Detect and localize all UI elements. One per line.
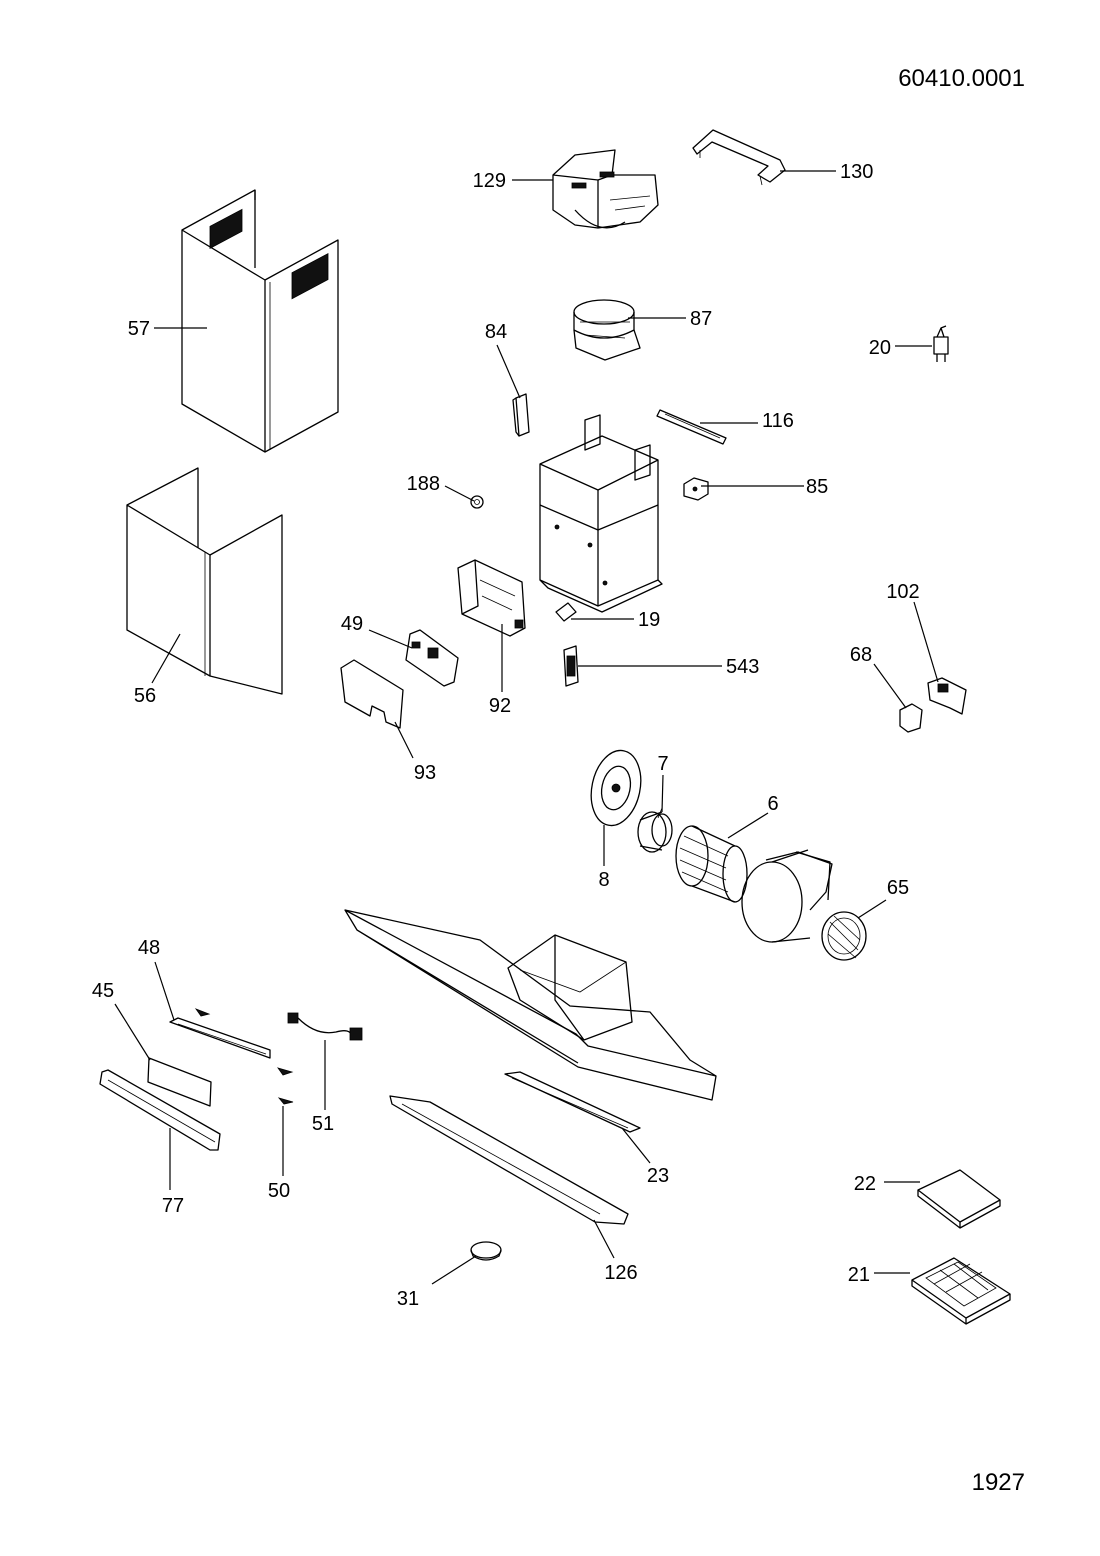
- part-543-module: [563, 645, 579, 687]
- callout-23: 23: [647, 1165, 669, 1187]
- part-50-screws: [194, 1008, 294, 1105]
- callout-48: 48: [138, 937, 160, 959]
- part-77-control-strip: [99, 1069, 221, 1151]
- callout-92: 92: [489, 695, 511, 717]
- part-68-box: [899, 703, 923, 733]
- callout-8: 8: [598, 869, 609, 891]
- part-85-bracket: [683, 477, 709, 501]
- part-48-panel-frame: [169, 1017, 271, 1059]
- callout-129: 129: [473, 170, 506, 192]
- callout-45: 45: [92, 980, 114, 1002]
- part-20-clip: [933, 325, 949, 362]
- part-87-flange: [573, 299, 641, 361]
- callout-49: 49: [341, 613, 363, 635]
- part-49-pcb: [405, 629, 459, 687]
- part-8-motor-plate: [590, 749, 642, 827]
- callout-102: 102: [886, 581, 919, 603]
- callout-93: 93: [414, 762, 436, 784]
- part-51-cable: [287, 1012, 363, 1041]
- part-116-strip: [656, 409, 727, 445]
- part-57-upper-chimney: [181, 189, 339, 453]
- callout-50: 50: [268, 1180, 290, 1202]
- callout-20: 20: [869, 337, 891, 359]
- callout-22: 22: [854, 1173, 876, 1195]
- part-6-blower-wheel: [675, 825, 748, 903]
- part-45-panel-insert: [147, 1057, 212, 1107]
- callout-77: 77: [162, 1195, 184, 1217]
- callout-56: 56: [134, 685, 156, 707]
- callout-31: 31: [397, 1288, 419, 1310]
- part-22-filter-pad: [917, 1169, 1001, 1229]
- callout-7: 7: [657, 753, 668, 775]
- part-7-motor: [637, 807, 673, 853]
- callout-116: 116: [762, 410, 794, 432]
- part-102-switch: [927, 677, 967, 715]
- document-code: 60410.0001: [898, 65, 1025, 92]
- part-65-scroll-housing: [741, 849, 867, 961]
- callout-19: 19: [638, 609, 660, 631]
- part-23-filter: [504, 1071, 641, 1133]
- hood-canopy-body: [344, 909, 717, 1101]
- callout-labels: 129 130 57 87 84 20 116 188 85 102 19 49…: [92, 161, 920, 1310]
- callout-21: 21: [848, 1264, 870, 1286]
- part-188-nut: [470, 495, 484, 509]
- callout-87: 87: [690, 308, 712, 330]
- callout-85: 85: [806, 476, 828, 498]
- part-19-capacitor: [555, 602, 577, 622]
- part-129-air-deflector: [552, 149, 659, 229]
- part-31-knob: [470, 1241, 502, 1261]
- callout-130: 130: [840, 161, 873, 183]
- callout-84: 84: [485, 321, 507, 343]
- callout-51: 51: [312, 1113, 334, 1135]
- page-number: 1927: [972, 1469, 1025, 1496]
- leader-lines: [114, 170, 939, 1285]
- motor-housing-box: [539, 414, 663, 613]
- callout-126: 126: [604, 1262, 637, 1284]
- callout-543: 543: [726, 656, 759, 678]
- part-92-control-box: [457, 559, 526, 637]
- part-126-front-panel: [389, 1095, 629, 1225]
- part-21-filter-frame: [911, 1257, 1011, 1325]
- callout-57: 57: [128, 318, 150, 340]
- part-84-holder: [512, 393, 530, 437]
- part-130-bracket: [692, 129, 786, 186]
- callout-188: 188: [407, 473, 440, 495]
- part-56-lower-chimney: [126, 467, 283, 695]
- callout-6: 6: [767, 793, 778, 815]
- callout-68: 68: [850, 644, 872, 666]
- callout-65: 65: [887, 877, 909, 899]
- part-93-cover-plate: [340, 659, 404, 729]
